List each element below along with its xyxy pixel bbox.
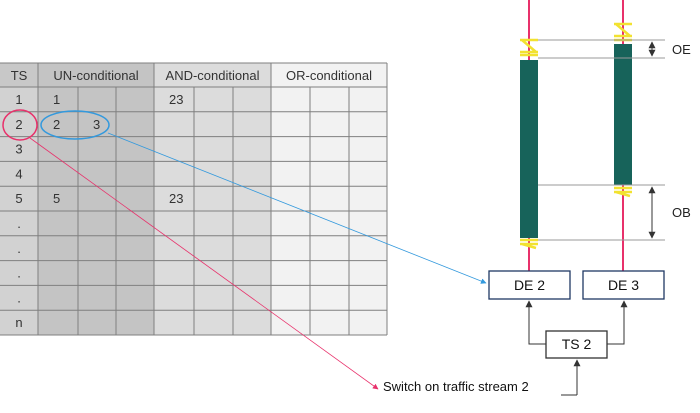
de2-box	[488, 270, 571, 300]
and-column-bg	[154, 63, 271, 335]
or-column-bg	[271, 63, 387, 335]
ts-cell: .	[17, 241, 21, 256]
de-highlight-ellipse	[40, 110, 110, 140]
blue-pointer-arrow	[107, 132, 487, 284]
ob-label: OB	[672, 205, 691, 220]
ts-header-bg	[0, 63, 38, 87]
ts2-box	[545, 330, 608, 359]
un-column-bg	[38, 63, 154, 335]
ts2-to-de2-arrow	[525, 300, 546, 345]
ts2-highlight-circle	[2, 109, 38, 141]
ts-cell: 4	[15, 166, 22, 181]
un-cell: 3	[93, 117, 100, 132]
ts-cell: 1	[15, 92, 22, 107]
ts-cell: 5	[15, 191, 22, 206]
ts-column-bg	[0, 63, 38, 335]
and-conditional-header: AND-conditional	[166, 68, 260, 83]
un-cell: 2	[53, 117, 60, 132]
ts2-label: TS 2	[562, 336, 592, 352]
or-conditional-header: OR-conditional	[286, 68, 372, 83]
ts-cell: 2	[15, 117, 22, 132]
ts-cell: .	[17, 290, 21, 305]
yellow-bottom-de2	[520, 238, 538, 250]
un-cell: 1	[53, 92, 60, 107]
yellow-top-de2	[520, 38, 538, 57]
ts-cell: .	[17, 216, 21, 231]
condition-table: TS UN-conditional AND-conditional OR-condit…	[0, 62, 388, 336]
oe-label: OE	[672, 42, 691, 57]
signal-group-de3	[614, 0, 632, 271]
ts-cell: .	[17, 266, 21, 281]
yellow-bottom-de3	[614, 186, 632, 198]
signal-group-de2	[520, 0, 538, 271]
ts-header: TS	[11, 68, 28, 83]
yellow-top-de3	[614, 22, 632, 42]
ts2-to-de3-arrow	[607, 300, 628, 345]
de2-label: DE 2	[514, 277, 545, 293]
red-pointer-arrow	[29, 137, 379, 390]
annotation-overlay	[2, 109, 487, 390]
bar-de3	[614, 44, 632, 185]
de3-label: DE 3	[608, 277, 639, 293]
and-cell: 23	[169, 191, 183, 206]
and-cell: 23	[169, 92, 183, 107]
un-conditional-header: UN-conditional	[53, 68, 138, 83]
ts-cell: n	[15, 315, 22, 330]
switch-label: Switch on traffic stream 2	[383, 379, 529, 394]
de3-box	[582, 270, 665, 300]
un-cell: 5	[53, 191, 60, 206]
bar-de2	[520, 60, 538, 238]
ts-cell: 3	[15, 142, 22, 157]
